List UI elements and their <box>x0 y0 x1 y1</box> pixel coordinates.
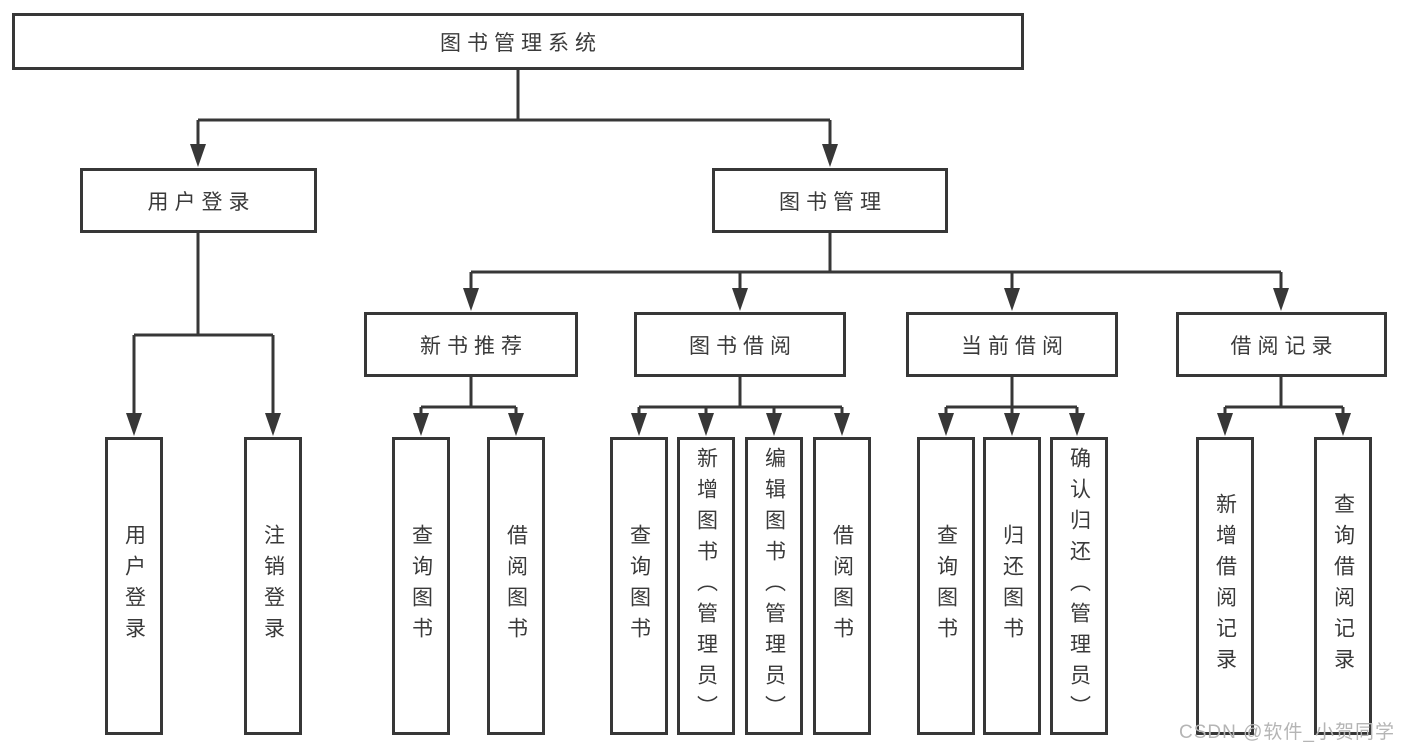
leaf-add-borrow-record: 新增借阅记录 <box>1196 437 1254 735</box>
leaf-add-book-admin: 新增图书（管理员） <box>677 437 735 735</box>
leaf-query-book-borrow: 查询图书 <box>610 437 668 735</box>
leaf-return-book-label: 归还图书 <box>1000 524 1024 648</box>
leaf-query-borrow-record-label: 查询借阅记录 <box>1331 493 1355 679</box>
leaf-logout-label: 注销登录 <box>261 524 285 648</box>
leaf-query-book-current-label: 查询图书 <box>934 524 958 648</box>
node-user-login-label: 用户登录 <box>147 190 256 214</box>
node-new-book-recommend-label: 新书推荐 <box>420 334 528 358</box>
leaf-user-login-label: 用户登录 <box>122 524 146 648</box>
leaf-borrow-book-recommend-label: 借阅图书 <box>504 524 528 648</box>
node-root-label: 图书管理系统 <box>440 31 602 55</box>
leaf-query-book-borrow-label: 查询图书 <box>627 524 651 648</box>
node-borrow-records: 借阅记录 <box>1176 312 1387 377</box>
leaf-query-book-recommend: 查询图书 <box>392 437 450 735</box>
watermark-text: CSDN @软件_小贺同学 <box>1179 722 1395 743</box>
leaf-confirm-return-admin-label: 确认归还（管理员） <box>1067 446 1091 726</box>
leaf-edit-book-admin-label: 编辑图书（管理员） <box>762 446 786 726</box>
leaf-return-book: 归还图书 <box>983 437 1041 735</box>
leaf-borrow-book: 借阅图书 <box>813 437 871 735</box>
node-book-management: 图书管理 <box>712 168 948 233</box>
leaf-edit-book-admin: 编辑图书（管理员） <box>745 437 803 735</box>
leaf-add-book-admin-label: 新增图书（管理员） <box>694 446 718 726</box>
node-book-management-label: 图书管理 <box>779 190 887 214</box>
leaf-query-borrow-record: 查询借阅记录 <box>1314 437 1372 735</box>
node-root: 图书管理系统 <box>12 13 1024 70</box>
node-book-borrow-label: 图书借阅 <box>689 334 797 358</box>
arrowheads <box>126 144 1351 436</box>
leaf-confirm-return-admin: 确认归还（管理员） <box>1050 437 1108 735</box>
node-current-borrow-label: 当前借阅 <box>961 334 1069 358</box>
leaf-query-book-current: 查询图书 <box>917 437 975 735</box>
leaf-add-borrow-record-label: 新增借阅记录 <box>1213 493 1237 679</box>
node-new-book-recommend: 新书推荐 <box>364 312 578 377</box>
node-borrow-records-label: 借阅记录 <box>1230 334 1339 358</box>
node-current-borrow: 当前借阅 <box>906 312 1118 377</box>
node-book-borrow: 图书借阅 <box>634 312 846 377</box>
leaf-user-login: 用户登录 <box>105 437 163 735</box>
node-user-login: 用户登录 <box>80 168 317 233</box>
leaf-borrow-book-recommend: 借阅图书 <box>487 437 545 735</box>
leaf-logout: 注销登录 <box>244 437 302 735</box>
tree-lines <box>132 70 1345 415</box>
leaf-borrow-book-label: 借阅图书 <box>830 524 854 648</box>
leaf-query-book-recommend-label: 查询图书 <box>409 524 433 648</box>
